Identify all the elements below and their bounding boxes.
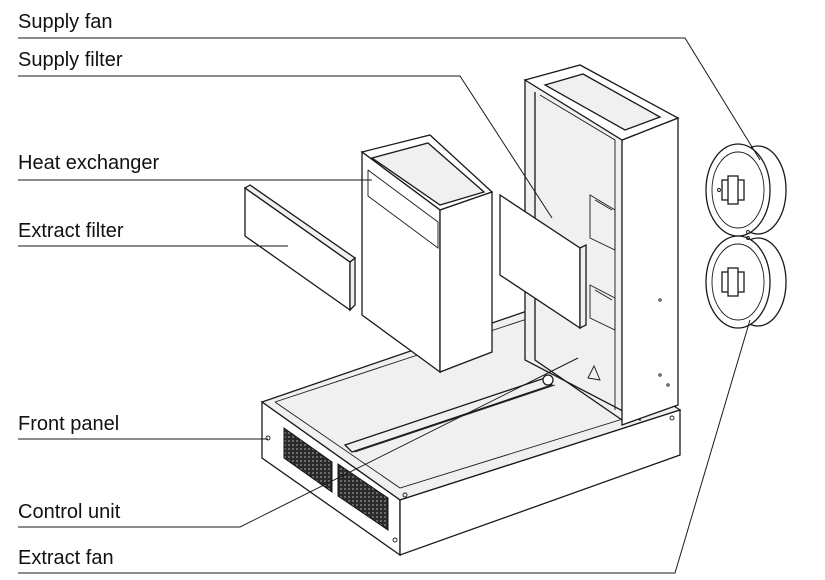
extract-fan — [705, 235, 787, 329]
right-grille — [337, 463, 389, 531]
label-control-unit: Control unit — [18, 501, 121, 523]
leader-extract-fan — [18, 319, 751, 574]
leader-supply-filter — [18, 75, 553, 219]
label-supply-fan: Supply fan — [18, 11, 113, 33]
extract-filter — [243, 184, 357, 312]
label-extract-fan: Extract fan — [18, 547, 114, 569]
label-heat-exchanger: Heat exchanger — [18, 152, 160, 174]
front-panel-grilles — [283, 427, 389, 531]
heat-exchanger — [360, 134, 494, 374]
supply-filter — [499, 193, 587, 330]
leader-supply-fan — [18, 37, 761, 161]
supply-fan — [705, 143, 787, 237]
label-supply-filter: Supply filter — [18, 49, 123, 71]
leader-lines — [18, 37, 761, 574]
leader-control-unit — [18, 357, 579, 528]
label-extract-filter: Extract filter — [18, 220, 124, 242]
label-front-panel: Front panel — [18, 413, 120, 435]
fan-tower — [523, 64, 680, 426]
left-grille — [283, 427, 333, 493]
